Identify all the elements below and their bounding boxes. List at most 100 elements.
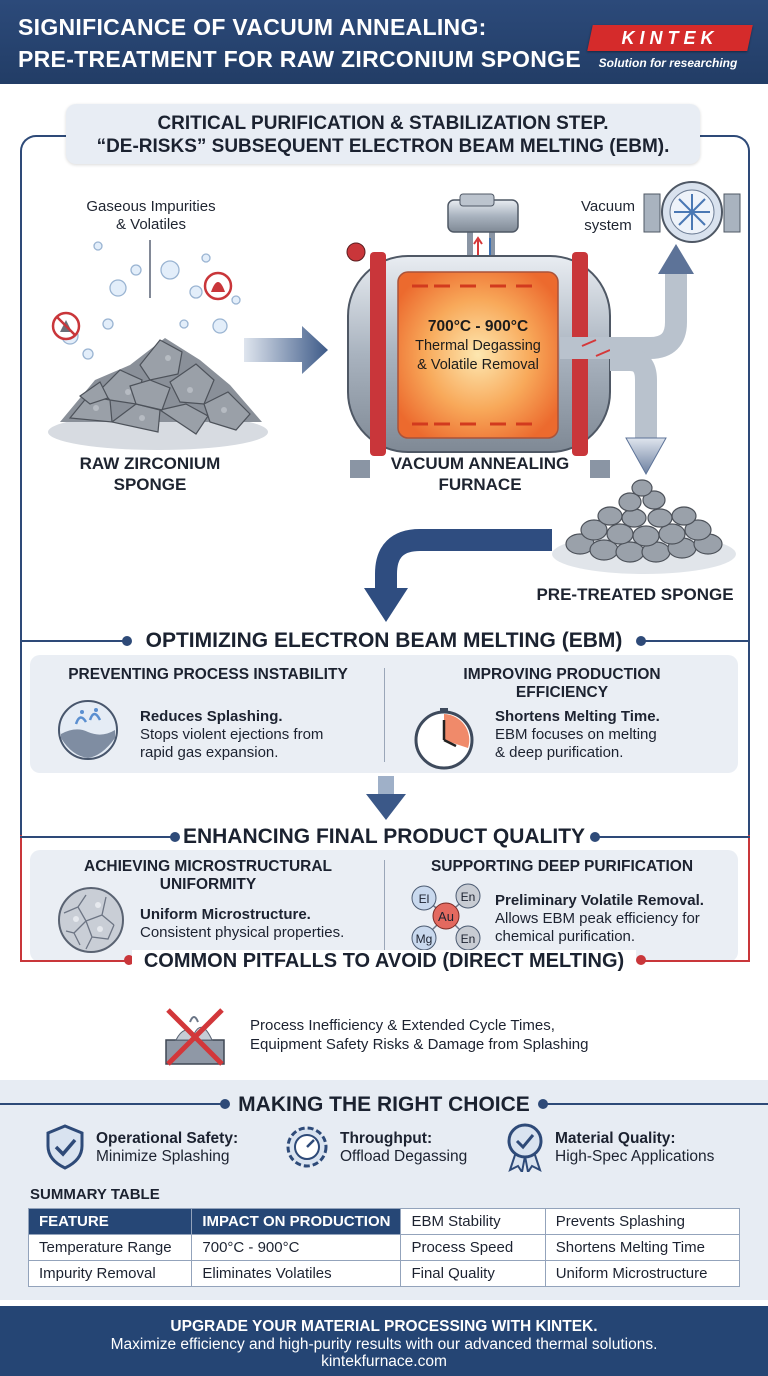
table-cell: Temperature Range [27,1234,193,1261]
vacuum-furnace [346,193,611,478]
vacuum-label-line1: Vacuum [581,198,635,215]
divider-dot [122,636,132,646]
furnace-desc-line1: Thermal Degassing [415,338,541,354]
curved-arrow-icon [364,588,408,622]
output-arrow-icon [625,437,667,476]
pretreated-sponge-pile [552,479,736,574]
divider [638,640,750,642]
molecule-en: En [461,890,476,904]
footer-headline: UPGRADE YOUR MATERIAL PROCESSING WITH KI… [170,1318,598,1335]
logo-tagline: Solution for researching [598,56,738,70]
table-row: Temperature Range 700°C - 900°C Process … [27,1234,741,1261]
divider-dot [636,955,646,965]
quality-right-bold: Preliminary Volatile Removal. [495,892,704,909]
table-cell: 700°C - 900°C [191,1234,402,1261]
table-header-cell: EBM Stability [400,1208,546,1235]
vacuum-label-line2: system [584,217,632,234]
page-title-line2: PRE-TREATMENT FOR RAW ZIRCONIUM SPONGE [18,46,581,72]
panel-divider [384,668,385,762]
quality-left-bold: Uniform Microstructure. [140,906,311,923]
furnace-desc-line2: & Volatile Removal [417,357,539,373]
molecule-el: El [419,892,430,906]
shield-check-icon [46,1124,84,1170]
quality-right-text-line1: Allows EBM peak efficiency for [495,910,700,927]
impurities-label-line2: & Volatiles [115,216,187,233]
quality-left-text: Consistent physical properties. [140,924,345,941]
divider [0,1103,226,1105]
divider-dot [220,1099,230,1109]
furnace-label-line2: FURNACE [438,475,522,494]
divider [542,1103,768,1105]
ebm-left-bold: Reduces Splashing. [140,708,283,725]
ebm-left-text-line2: rapid gas expansion. [140,744,279,761]
choice-throughput-sub: Offload Degassing [340,1148,468,1165]
flow-arrow-right-icon [244,326,328,374]
table-cell: Final Quality [400,1260,546,1287]
page-title-line1: SIGNIFICANCE OF VACUUM ANNEALING: [18,14,487,40]
footer [0,1306,768,1376]
choice-quality-sub: High-Spec Applications [555,1148,715,1165]
microstructure-icon [58,887,124,953]
divider [20,836,176,838]
exhaust-arrow-icon [658,244,694,274]
impurities-label-line1: Gaseous Impurities [86,198,216,215]
no-contaminant-icon-right [203,271,233,301]
divider [20,960,130,962]
ebm-right-bold: Shortens Melting Time. [495,708,660,725]
quality-right-text-line2: chemical purification. [495,928,636,945]
quality-left-heading-line2: UNIFORMITY [159,876,257,893]
pitfalls-line2: Equipment Safety Risks & Damage from Spl… [250,1036,589,1053]
warning-cross-icon [165,1008,225,1066]
molecules-icon: El En Au Mg En [411,883,481,951]
raw-sponge-pile [48,338,268,450]
choice-safety-label: Operational Safety: [96,1130,239,1147]
choice-safety-sub: Minimize Splashing [96,1148,230,1165]
footer-website-link[interactable]: kintekfurnace.com [321,1353,447,1370]
down-arrow-icon [366,776,406,820]
ebm-frame [20,640,750,836]
raw-sponge-label-line2: SPONGE [113,475,187,494]
table-header-cell: IMPACT ON PRODUCTION [191,1208,402,1235]
process-illustration [48,181,741,622]
choice-quality-label: Material Quality: [555,1130,676,1147]
table-header-cell: Prevents Splashing [544,1208,741,1235]
vacuum-fan-icon [643,181,741,243]
divider [596,836,750,838]
table-header-cell: FEATURE [27,1208,193,1235]
summary-table-title: SUMMARY TABLE [30,1186,160,1203]
divider-dot [636,636,646,646]
pitfalls-line1: Process Inefficiency & Extended Cycle Ti… [250,1017,555,1034]
ebm-left-heading: PREVENTING PROCESS INSTABILITY [68,666,348,683]
divider-dot [590,832,600,842]
ebm-section-title: OPTIMIZING ELECTRON BEAM MELTING (EBM) [136,629,632,653]
no-contaminant-icon-left [51,311,81,341]
table-cell: Shortens Melting Time [544,1234,741,1261]
table-cell: Eliminates Volatiles [191,1260,402,1287]
gauge-gear-icon [286,1126,328,1168]
furnace-label-line1: VACUUM ANNEALING [390,454,570,473]
divider-dot [170,832,180,842]
pretreated-label: PRE-TREATED SPONGE [536,585,734,604]
kintek-logo-text[interactable]: KINTEK [621,28,719,48]
table-cell: Impurity Removal [27,1260,193,1287]
choice-throughput-label: Throughput: [340,1130,433,1147]
ebm-right-text-line1: EBM focuses on melting [495,726,657,743]
table-cell: Process Speed [400,1234,546,1261]
choice-title: MAKING THE RIGHT CHOICE [232,1093,536,1117]
table-row: Impurity Removal Eliminates Volatiles Fi… [27,1260,741,1287]
molecule-en-2: En [461,932,476,946]
splash-icon [58,700,118,760]
quality-frame [20,835,750,961]
quality-left-heading-line1: ACHIEVING MICROSTRUCTURAL [84,858,332,875]
table-cell: Uniform Microstructure [544,1260,741,1287]
divider-dot [124,955,134,965]
ebm-right-heading-line2: EFFICIENCY [515,684,609,701]
key-message-banner [66,104,700,164]
pitfalls-title: COMMON PITFALLS TO AVOID (DIRECT MELTING… [132,950,636,973]
banner-line2: “DE-RISKS” SUBSEQUENT ELECTRON BEAM MELT… [96,136,670,157]
raw-sponge-label-line1: RAW ZIRCONIUM [79,454,221,473]
table-header-row: FEATURE IMPACT ON PRODUCTION EBM Stabili… [27,1208,741,1235]
divider [640,960,750,962]
ebm-right-heading-line1: IMPROVING PRODUCTION [463,666,661,683]
quality-section-title: ENHANCING FINAL PRODUCT QUALITY [180,825,588,849]
